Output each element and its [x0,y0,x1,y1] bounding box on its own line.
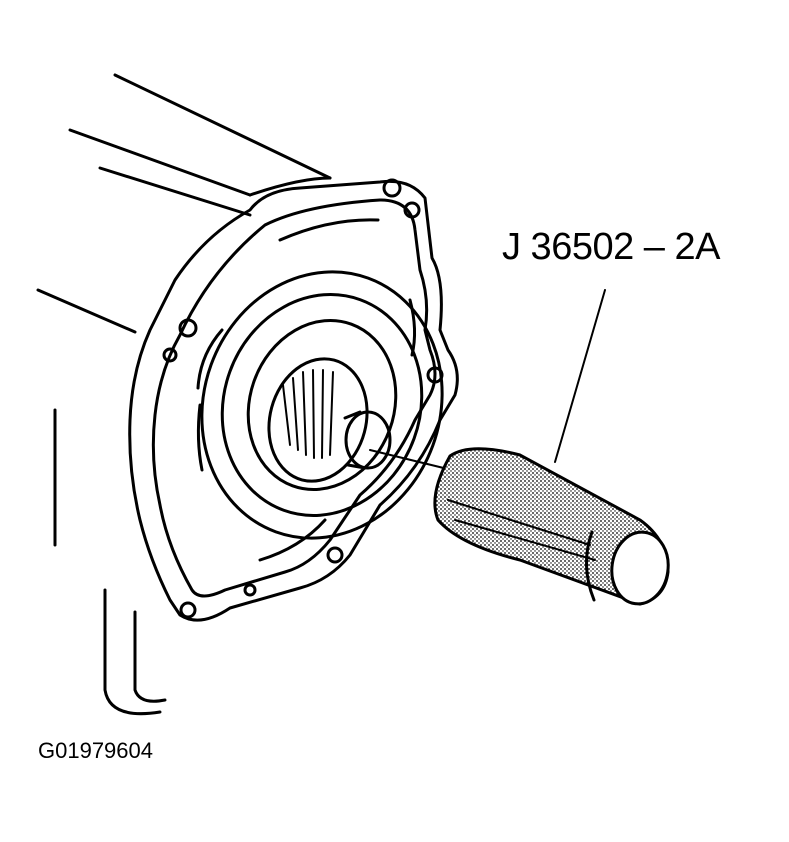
installer-tool [433,447,670,606]
output-shaft [267,357,392,483]
figure-id: G01979604 [38,738,153,763]
bearing-retainer [200,270,444,540]
callout-leader [554,289,606,463]
housing-body [36,73,332,716]
tool-callout-label: J 36502 – 2A [502,226,720,268]
adapter-flange [128,178,459,622]
